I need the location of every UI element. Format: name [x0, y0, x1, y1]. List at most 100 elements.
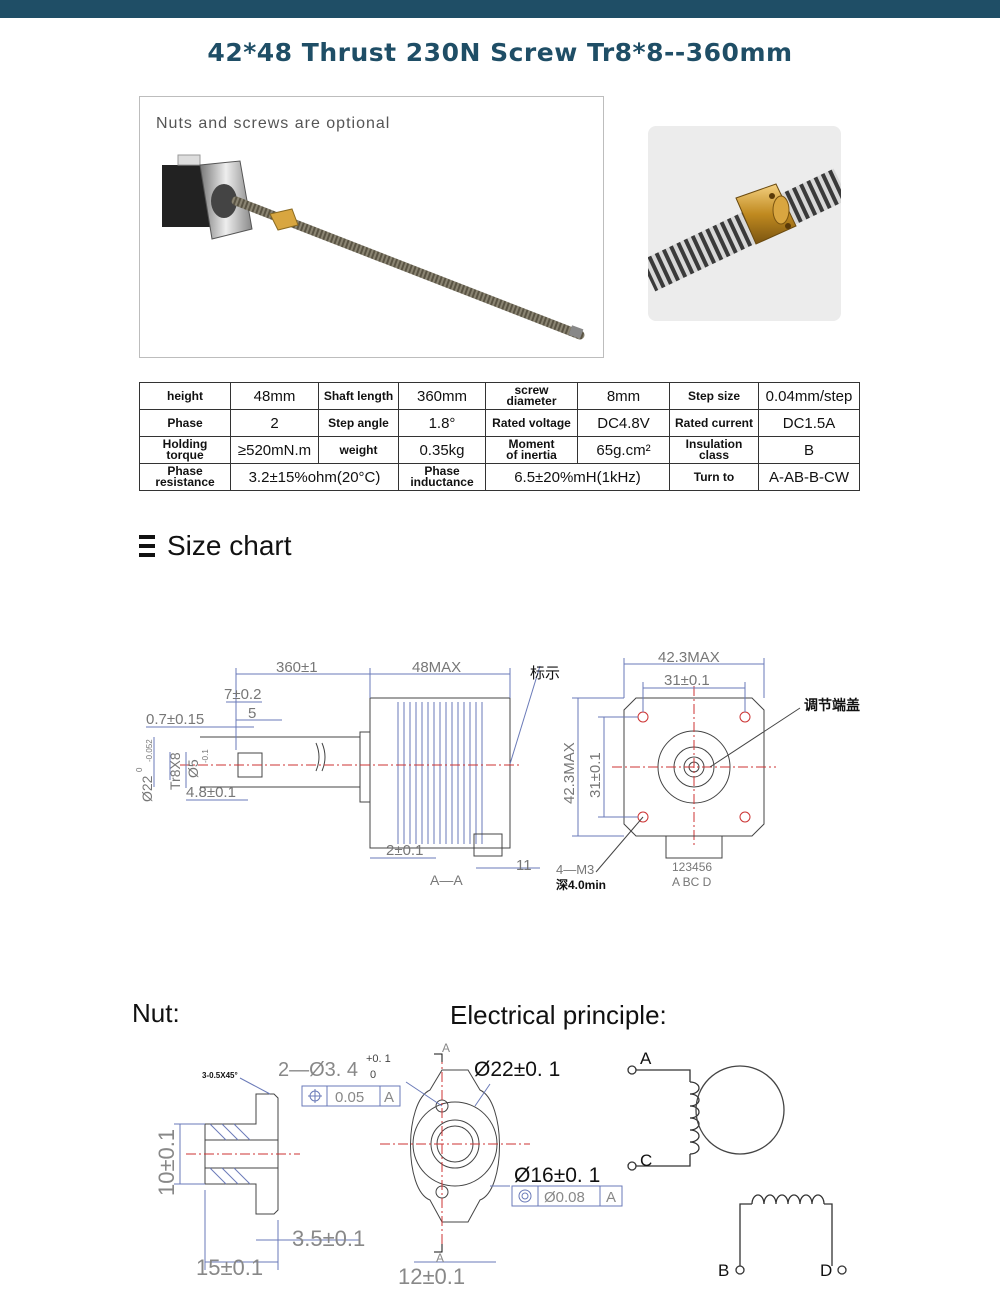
section-label: A—A	[430, 872, 463, 888]
spec-value: DC4.8V	[577, 409, 670, 437]
label-mark: 标示	[530, 665, 560, 682]
terminal-c: C	[640, 1151, 652, 1170]
spec-label: Step angle	[318, 409, 399, 437]
section-bottom: A	[436, 1251, 444, 1265]
terminal-a: A	[640, 1049, 652, 1068]
dim-5: 5	[248, 705, 256, 722]
winding-ac	[627, 1065, 700, 1171]
page-title: 42*48 Thrust 230N Screw Tr8*8--360mm	[207, 38, 793, 67]
spec-label: height	[139, 382, 231, 410]
section-top: A	[442, 1041, 450, 1055]
dim-height-42: 42.3MAX	[561, 742, 578, 804]
spec-label: Insulation class	[669, 436, 759, 464]
product-photo-frame: Nuts and screws are optional	[139, 96, 604, 358]
label-pins: 123456	[672, 860, 712, 874]
dim-11: 11	[516, 857, 532, 874]
dim-dia-22: Ø22	[139, 775, 155, 802]
motor-screw-image	[162, 154, 585, 340]
terminal-d: D	[820, 1261, 832, 1280]
dim-4-8: 4.8±0.1	[186, 784, 236, 801]
dim-width-42: 42.3MAX	[658, 649, 720, 666]
dim-motor-length: 48MAX	[412, 659, 461, 676]
terminal-b: B	[718, 1261, 729, 1280]
spec-value: ≥520mN.m	[230, 436, 319, 464]
tol-concentricity: Ø0.08	[544, 1189, 585, 1206]
dim-thread: Tr8X8	[167, 752, 183, 790]
front-view	[572, 658, 801, 873]
spec-label: Turn to	[669, 463, 759, 491]
spec-label: weight	[318, 436, 399, 464]
dim-flange-3-5: 3.5±0.1	[292, 1226, 365, 1251]
nut-side-view	[174, 1077, 360, 1270]
dim-holes-tol-up: +0. 1	[366, 1053, 391, 1065]
winding-bd	[695, 1065, 847, 1275]
dim-2: 2±0.1	[386, 842, 423, 859]
spec-label: Phase inductance	[398, 463, 486, 491]
spec-label: Moment of inertia	[485, 436, 578, 464]
spec-label: Rated voltage	[485, 409, 578, 437]
spec-value: 6.5±20%mH(1kHz)	[485, 463, 670, 491]
nut-heading: Nut:	[132, 998, 180, 1028]
dim-width-12: 12±0.1	[398, 1264, 465, 1289]
spec-label: Rated current	[669, 409, 759, 437]
label-m3: 4—M3	[556, 862, 594, 877]
tol-datum: A	[384, 1089, 394, 1106]
tol-datum-2: A	[606, 1189, 616, 1206]
nut-photo	[648, 126, 841, 321]
photo-caption: Nuts and screws are optional	[156, 115, 391, 132]
dim-shaft-length: 360±1	[276, 659, 318, 676]
dim-dia-22-nut: Ø22±0. 1	[474, 1058, 560, 1081]
dim-holes: 2—Ø3. 4	[278, 1059, 358, 1081]
size-chart-heading: Size chart	[139, 530, 292, 562]
spec-value: 3.2±15%ohm(20°C)	[230, 463, 399, 491]
spec-label: Step size	[669, 382, 759, 410]
menu-lines-icon	[139, 535, 155, 557]
dim-dia-5-tol: -0.1	[201, 749, 210, 763]
side-view	[146, 665, 541, 869]
spec-value: B	[758, 436, 860, 464]
nut-closeup-image	[648, 168, 841, 292]
spec-value: 2	[230, 409, 319, 437]
dim-dia-22-tol-low: -0.052	[145, 739, 154, 762]
dim-length-15: 15±0.1	[196, 1255, 263, 1280]
tol-position: 0.05	[335, 1089, 364, 1106]
spec-label: Phase resistance	[139, 463, 231, 491]
dim-dia-22-tol-up: 0	[135, 767, 144, 772]
spec-value: A-AB-B-CW	[758, 463, 860, 491]
nut-drawing: 3-0.5X45° 10±0.1 3.5±0.1 15±0.1 2—Ø3. 4 …	[154, 1041, 623, 1289]
dim-0-7: 0.7±0.15	[146, 711, 204, 728]
spec-label: screw diameter	[485, 382, 578, 410]
spec-value: 8mm	[577, 382, 670, 410]
label-chamfer: 3-0.5X45°	[202, 1071, 238, 1080]
dim-dia-16: Ø16±0. 1	[514, 1164, 600, 1187]
spec-value: 1.8°	[398, 409, 486, 437]
label-end-cap: 调节端盖	[804, 697, 860, 713]
spec-value: DC1.5A	[758, 409, 860, 437]
position-symbol-icon	[308, 1089, 322, 1103]
spec-value: 65g.cm²	[577, 436, 670, 464]
spec-value: 0.04mm/step	[758, 382, 860, 410]
label-pin-phases: A BC D	[672, 875, 712, 889]
spec-label: Shaft length	[318, 382, 399, 410]
electrical-heading: Electrical principle:	[450, 1000, 667, 1030]
dim-dia-5: Ø5	[185, 759, 201, 778]
concentricity-icon	[518, 1189, 532, 1203]
spec-label: Holding torque	[139, 436, 231, 464]
dim-holes-tol-low: 0	[370, 1069, 376, 1081]
label-depth: 深4.0min	[556, 877, 606, 892]
spec-value: 360mm	[398, 382, 486, 410]
top-bar	[0, 0, 1000, 18]
dim-7: 7±0.2	[224, 686, 261, 703]
dim-nut-height: 10±0.1	[154, 1129, 179, 1196]
spec-value: 48mm	[230, 382, 319, 410]
electrical-diagram: A C B D	[627, 1049, 847, 1280]
spec-label: Phase	[139, 409, 231, 437]
dim-width-31: 31±0.1	[664, 672, 710, 689]
nut-front-view	[301, 1053, 623, 1263]
